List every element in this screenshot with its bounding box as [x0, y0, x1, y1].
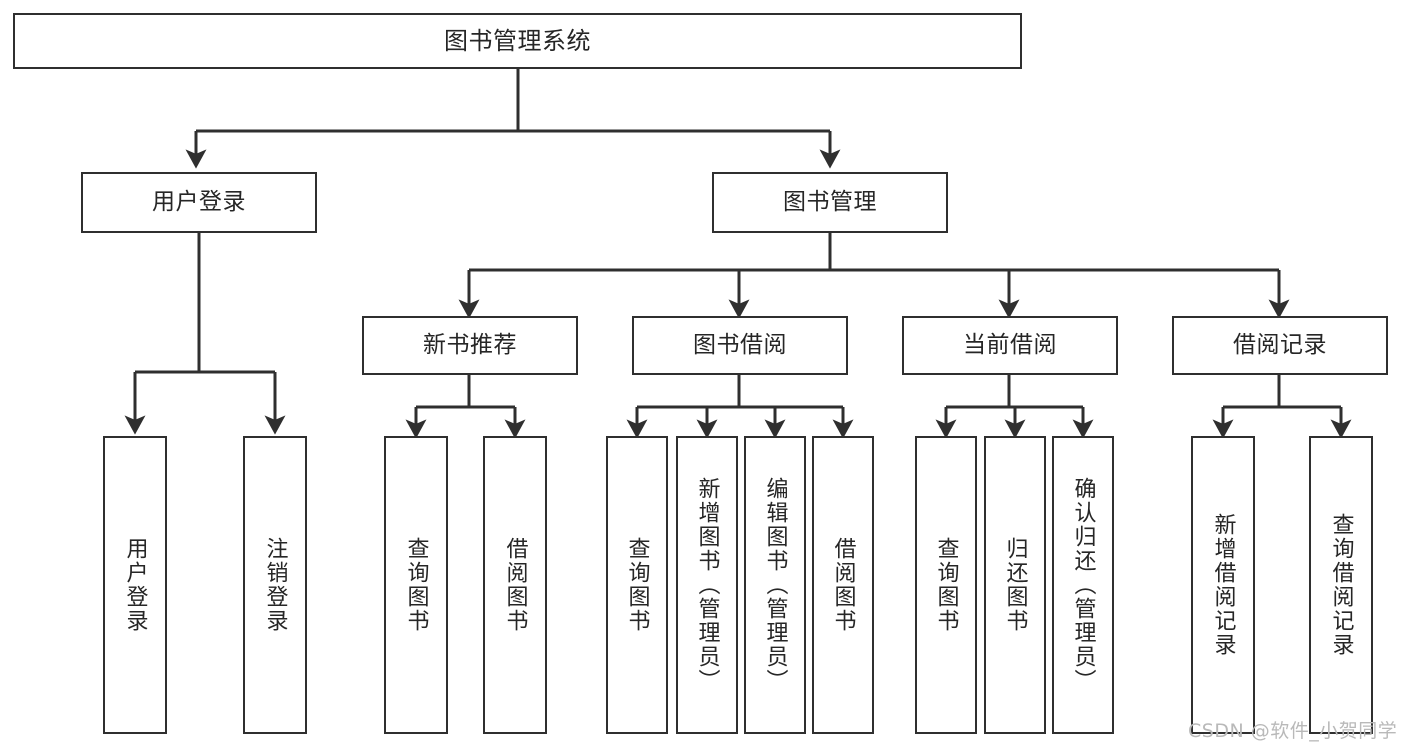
node-label: 图书管理系统	[444, 26, 591, 55]
leaf-query-book-recommend[interactable]: 查询图书	[384, 436, 448, 734]
leaf-query-book-current[interactable]: 查询图书	[915, 436, 977, 734]
node-label: 借阅图书	[830, 537, 856, 633]
leaf-add-borrow-record[interactable]: 新增借阅记录	[1191, 436, 1255, 734]
node-label: 编辑图书（管理员）	[762, 477, 788, 693]
node-label: 查询借阅记录	[1328, 513, 1354, 657]
leaf-edit-book-admin[interactable]: 编辑图书（管理员）	[744, 436, 806, 734]
node-label: 图书管理	[783, 188, 877, 215]
node-label: 归还图书	[1002, 537, 1028, 633]
watermark: CSDN @软件_小贺同学	[1188, 720, 1398, 742]
leaf-add-book-admin[interactable]: 新增图书（管理员）	[676, 436, 738, 734]
node-book-borrow[interactable]: 图书借阅	[632, 316, 848, 375]
leaf-query-book-borrow[interactable]: 查询图书	[606, 436, 668, 734]
node-new-book-recommend[interactable]: 新书推荐	[362, 316, 578, 375]
node-book-management-system[interactable]: 图书管理系统	[13, 13, 1022, 69]
leaf-borrow-book-recommend[interactable]: 借阅图书	[483, 436, 547, 734]
node-label: 新增图书（管理员）	[694, 477, 720, 693]
node-user-login[interactable]: 用户登录	[81, 172, 317, 233]
node-label: 新书推荐	[423, 331, 517, 358]
leaf-logout[interactable]: 注销登录	[243, 436, 307, 734]
node-label: 确认归还（管理员）	[1070, 477, 1096, 693]
node-current-borrow[interactable]: 当前借阅	[902, 316, 1118, 375]
node-label: 新增借阅记录	[1210, 513, 1236, 657]
node-label: 查询图书	[403, 537, 429, 633]
node-label: 借阅图书	[502, 537, 528, 633]
node-book-management[interactable]: 图书管理	[712, 172, 948, 233]
node-label: 当前借阅	[963, 331, 1057, 358]
node-borrow-record[interactable]: 借阅记录	[1172, 316, 1388, 375]
node-label: 注销登录	[262, 537, 288, 633]
leaf-confirm-return-admin[interactable]: 确认归还（管理员）	[1052, 436, 1114, 734]
leaf-borrow-book[interactable]: 借阅图书	[812, 436, 874, 734]
node-label: 借阅记录	[1233, 331, 1327, 358]
node-label: 查询图书	[933, 537, 959, 633]
leaf-query-borrow-record[interactable]: 查询借阅记录	[1309, 436, 1373, 734]
leaf-user-login[interactable]: 用户登录	[103, 436, 167, 734]
node-label: 用户登录	[152, 188, 246, 215]
node-label: 用户登录	[122, 537, 148, 633]
leaf-return-book[interactable]: 归还图书	[984, 436, 1046, 734]
node-label: 图书借阅	[693, 331, 787, 358]
node-label: 查询图书	[624, 537, 650, 633]
